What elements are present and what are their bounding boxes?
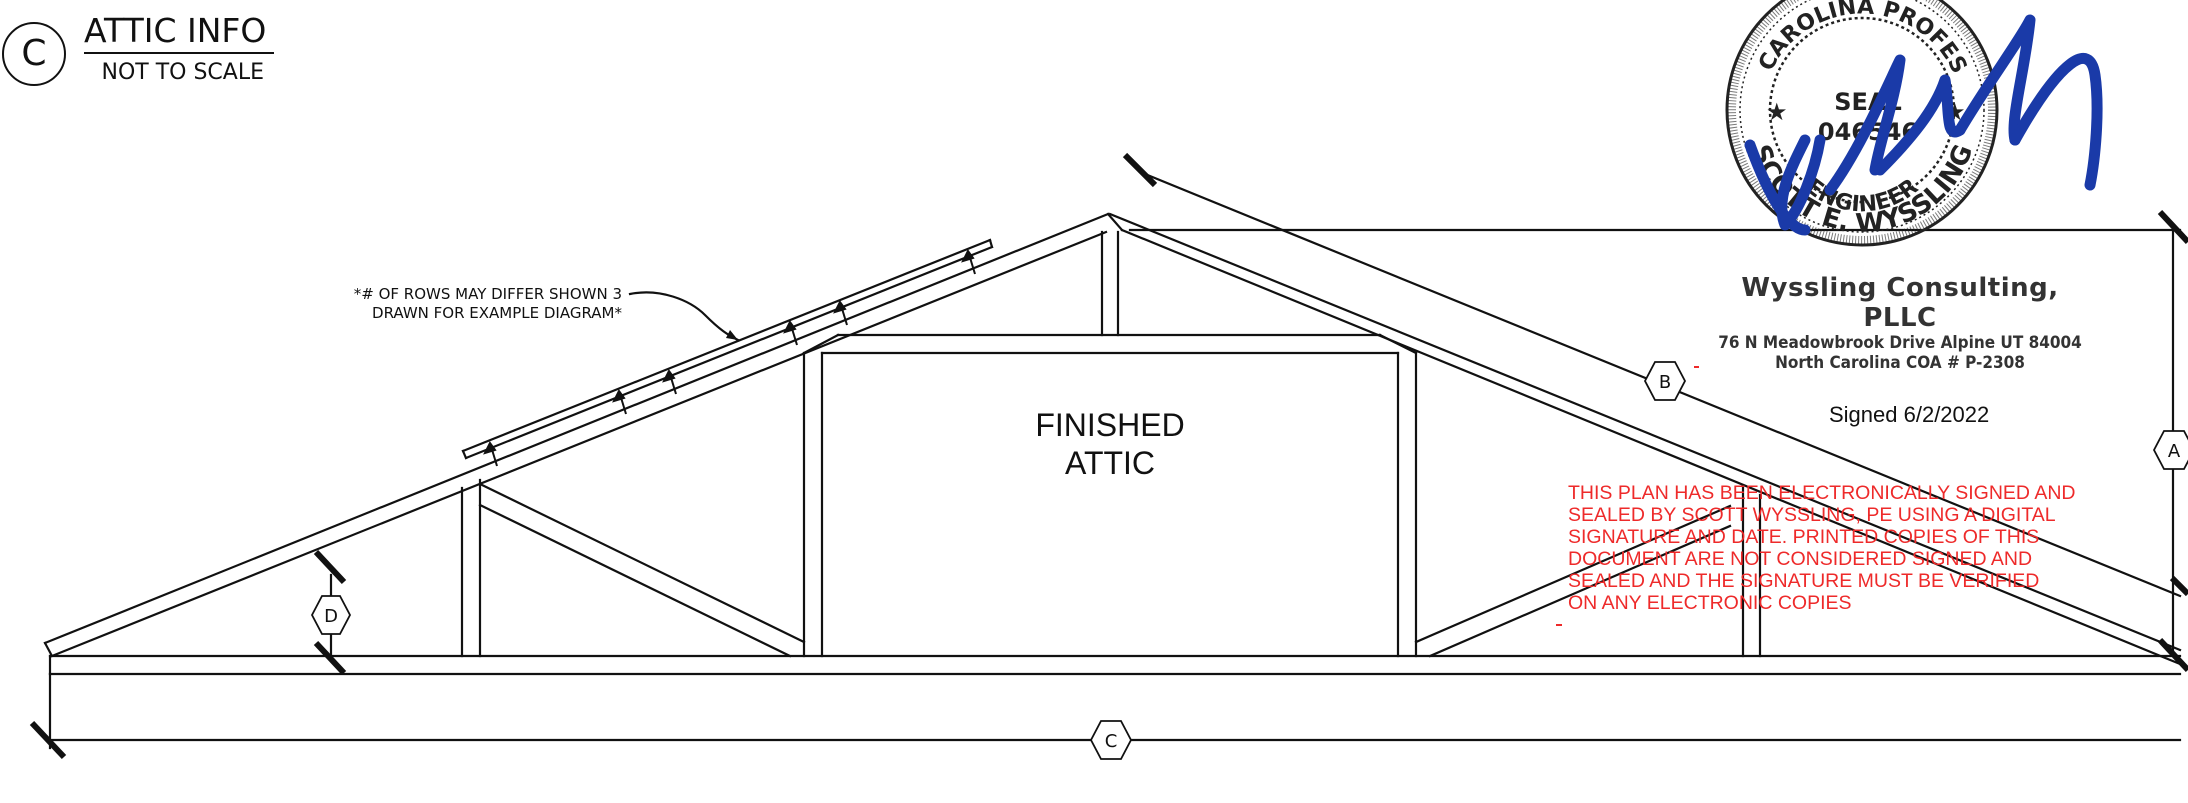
- finished-attic-label: FINISHED ATTIC: [990, 406, 1230, 482]
- note-leader-line: [628, 291, 740, 342]
- right-top-chord-inner: [1120, 228, 2182, 666]
- left-top-chord-tail: [43, 641, 54, 658]
- rows-note: *# OF ROWS MAY DIFFER SHOWN 3 DRAWN FOR …: [330, 285, 622, 323]
- mount-arrow: [783, 320, 798, 346]
- right-wall-top: [1378, 333, 1418, 355]
- stamp-line: SEALED AND THE SIGNATURE MUST BE VERIFIE…: [1568, 570, 2040, 592]
- tag-d-label: D: [324, 606, 338, 627]
- dimension-tick: [29, 720, 67, 760]
- mount-arrow: [833, 300, 848, 326]
- stamp-line: SIGNATURE AND DATE. PRINTED COPIES OF TH…: [1568, 526, 2040, 548]
- tag-b-label: B: [1659, 372, 1671, 393]
- stamp-marker: [1694, 366, 1699, 368]
- sheet-title-block: ATTIC INFO NOT TO SCALE: [84, 12, 274, 85]
- tag-a-label: A: [2168, 441, 2181, 462]
- room-label-line2: ATTIC: [1064, 445, 1156, 481]
- left-diagonal-lower: [478, 503, 792, 658]
- stamp-line: SEALED BY SCOTT WYSSLING, PE USING A DIG…: [1568, 504, 2056, 526]
- rows-note-line1: *# OF ROWS MAY DIFFER SHOWN 3: [353, 285, 622, 303]
- scale-note: NOT TO SCALE: [101, 60, 265, 85]
- stamp-line: ON ANY ELECTRONIC COPIES: [1568, 592, 1852, 614]
- mount-arrow: [961, 249, 976, 275]
- note-leader-arrow: [726, 330, 738, 340]
- stamp-line: DOCUMENT ARE NOT CONSIDERED SIGNED AND: [1568, 548, 2033, 570]
- dimension-tick: [1122, 152, 1158, 188]
- tag-a-hexagon: [2152, 430, 2188, 470]
- mount-arrow: [662, 369, 677, 395]
- tag-c-label: C: [1105, 731, 1118, 752]
- electronic-signature-notice: THIS PLAN HAS BEEN ELECTRONICALLY SIGNED…: [1568, 482, 2188, 614]
- rows-note-line2: DRAWN FOR EXAMPLE DIAGRAM*: [372, 304, 622, 322]
- tag-c-hexagon: [1089, 720, 1133, 760]
- panel-rail-bottom: [464, 245, 994, 460]
- engineer-signature: [1744, 14, 2103, 236]
- dimension-tick: [2157, 637, 2188, 673]
- right-diagonal-lower: [1428, 524, 1732, 658]
- left-diagonal-upper: [478, 482, 806, 644]
- panel-rail-top: [461, 238, 992, 453]
- room-label-line1: FINISHED: [1035, 407, 1185, 443]
- title-underline: [84, 52, 274, 54]
- right-diagonal-upper: [1414, 504, 1732, 644]
- stamp-marker: [1556, 624, 1562, 626]
- left-top-chord-outer: [43, 212, 1110, 645]
- company-name: Wyssling Consulting, PLLC: [1741, 273, 2059, 333]
- right-top-chord-outer: [1108, 212, 2182, 652]
- dimension-tick: [2169, 575, 2188, 597]
- left-wall-top: [802, 333, 840, 355]
- svg-text:★: ★: [1766, 98, 1788, 126]
- section-reference-bubble: C: [2, 22, 66, 86]
- sheet-title: ATTIC INFO: [84, 11, 267, 50]
- stamp-line: THIS PLAN HAS BEEN ELECTRONICALLY SIGNED…: [1568, 482, 2076, 504]
- panel-rail-end-left: [461, 449, 468, 460]
- dimension-tick: [313, 549, 347, 585]
- tag-d-hexagon: [310, 595, 352, 635]
- apex-cap: [1106, 212, 1124, 232]
- left-top-chord-inner: [50, 230, 1108, 658]
- engineer-seal: SEAL 046546 ★ ★ ENGINEER SCOTT E. WYSSLI…: [1725, 0, 1999, 247]
- company-address: 76 N Meadowbrook Drive Alpine UT 84004: [1718, 333, 2082, 353]
- panel-rail-end-right: [988, 238, 994, 249]
- company-coa: North Carolina COA # P-2308: [1775, 353, 2025, 373]
- company-block: Wyssling Consulting, PLLC 76 N Meadowbro…: [1700, 273, 2100, 373]
- tag-b-hexagon: [1643, 361, 1687, 401]
- mount-arrow: [612, 389, 627, 415]
- dimension-tick: [313, 640, 347, 676]
- dimension-tick: [2157, 209, 2188, 245]
- signed-date: Signed 6/2/2022: [1829, 402, 1990, 427]
- mount-arrow: [483, 441, 498, 467]
